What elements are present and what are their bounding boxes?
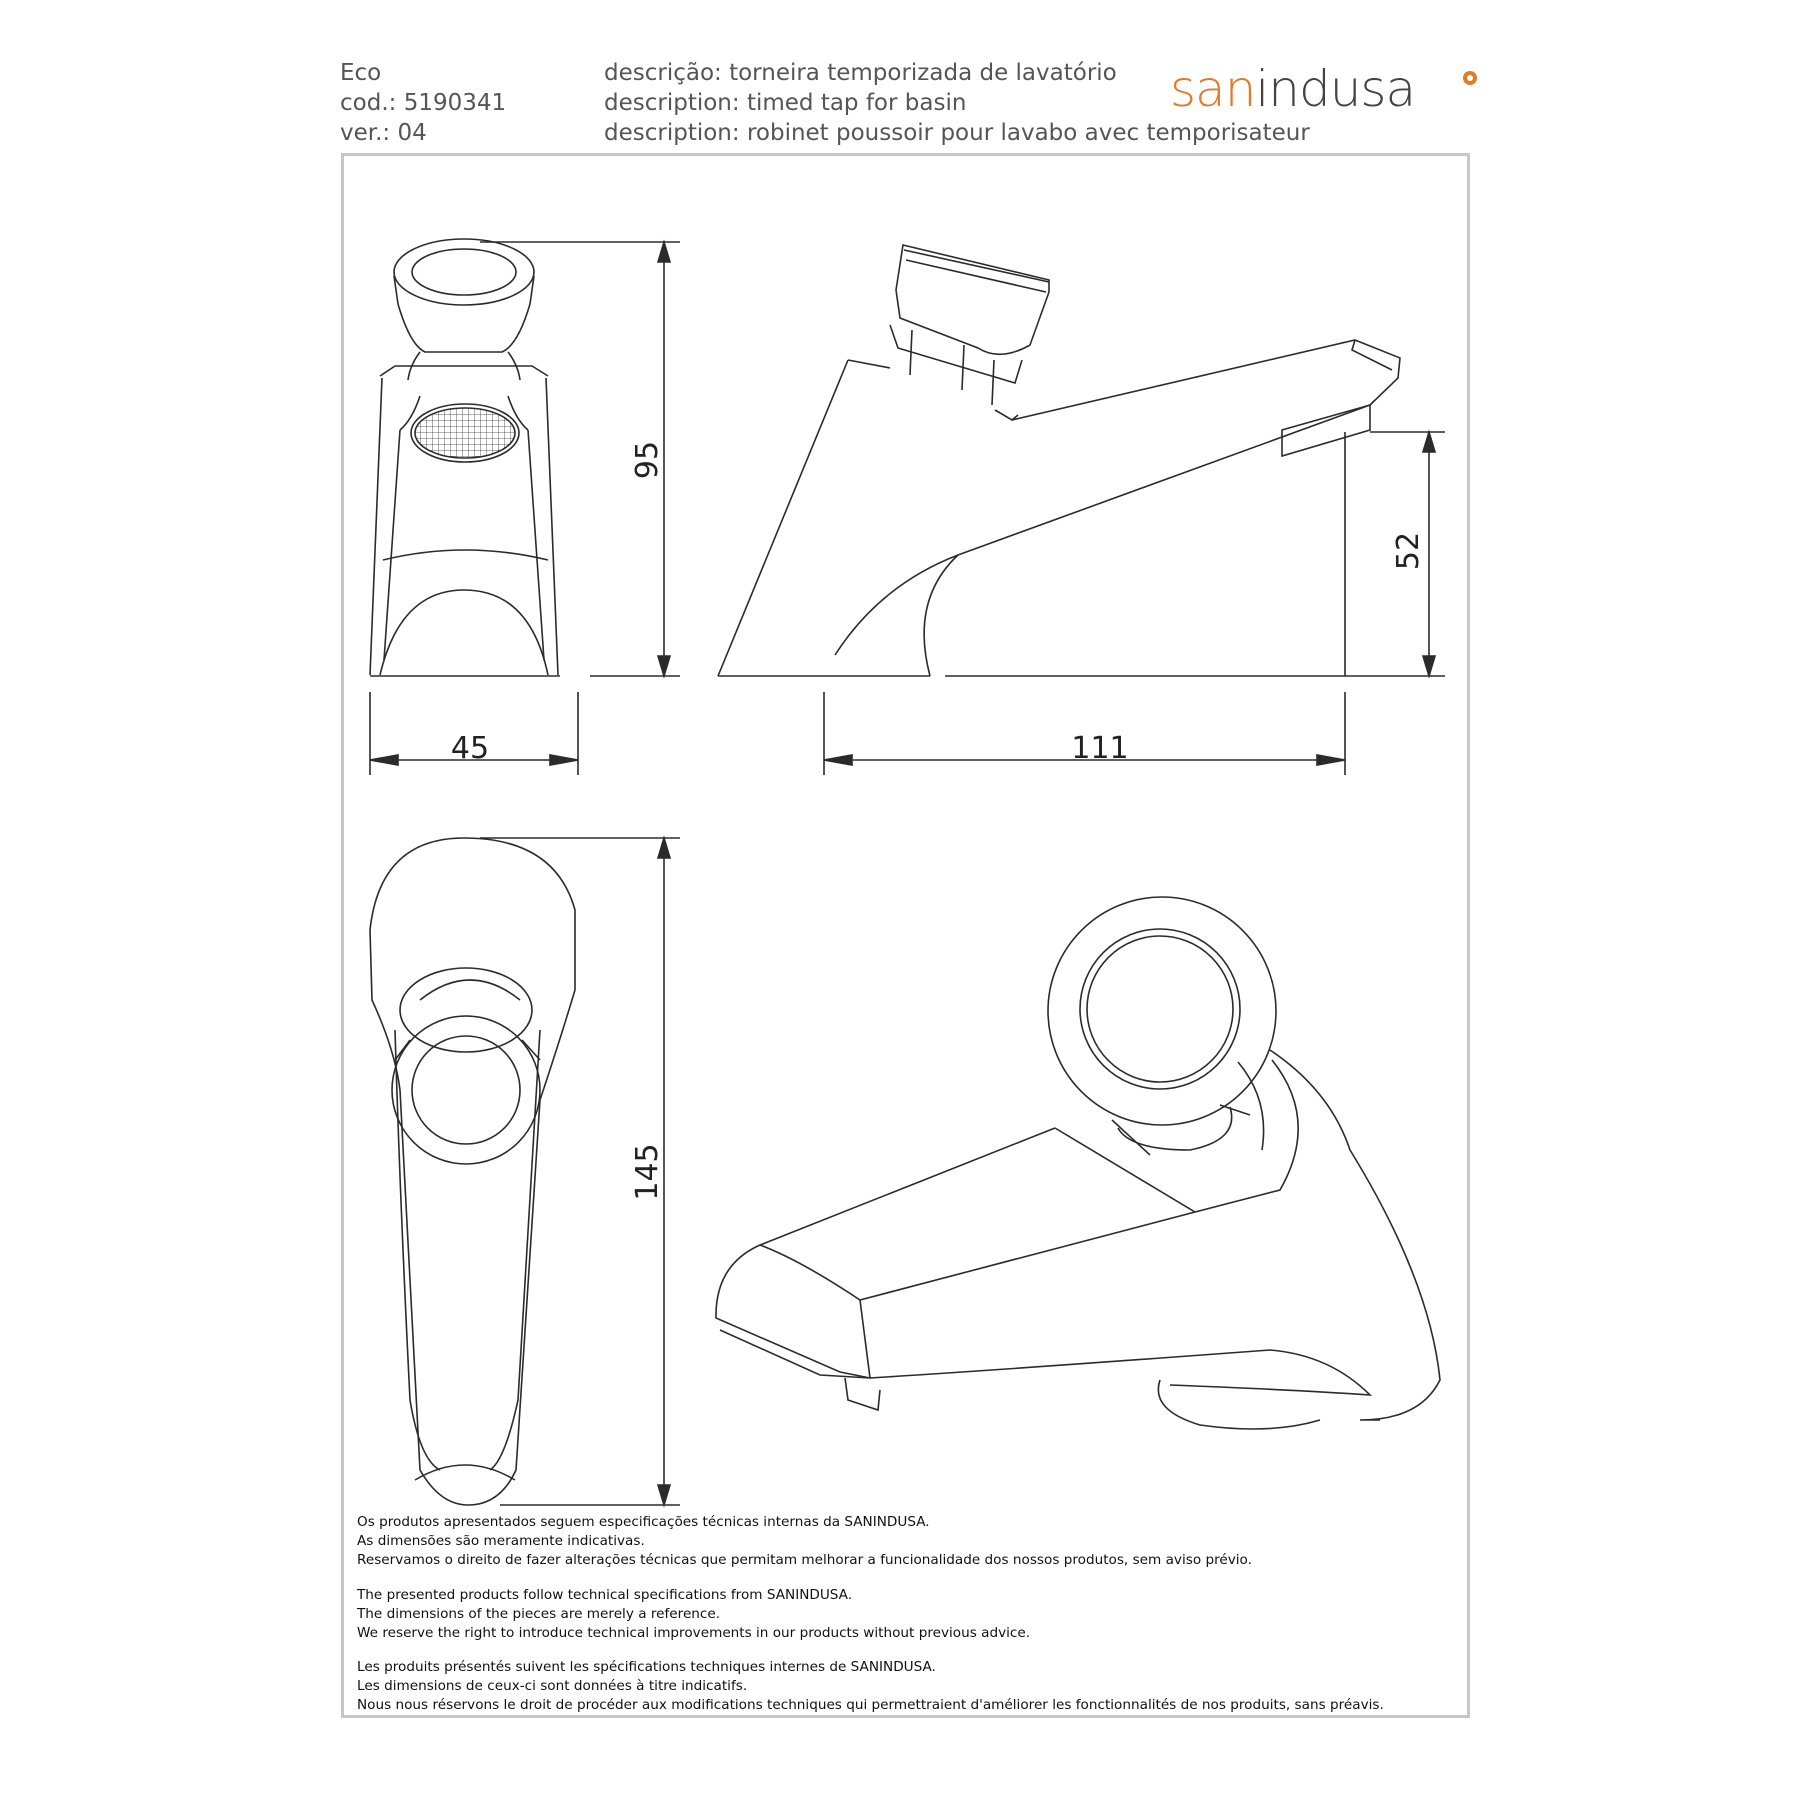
plan-view: [369, 837, 576, 1506]
logo-text-indusa: indusa: [1255, 60, 1416, 118]
dimension-length-145: [480, 835, 680, 1508]
isometric-view: [715, 896, 1441, 1430]
logo-text-san: san: [1170, 60, 1256, 118]
description-pt: descrição: torneira temporizada de lavat…: [604, 60, 1117, 86]
note-line: Reservamos o direito de fazer alterações…: [357, 1552, 1252, 1568]
note-line: We reserve the right to introduce techni…: [357, 1625, 1031, 1641]
header-descriptions: descrição: torneira temporizada de lavat…: [604, 58, 1310, 148]
notes-portuguese: Os produtos apresentados seguem especifi…: [357, 1513, 1252, 1570]
dimension-height-95: [480, 239, 680, 679]
note-line: The presented products follow technical …: [357, 1587, 853, 1603]
dimension-length-111: [823, 692, 1346, 775]
label-height-52: 52: [1391, 531, 1426, 571]
note-line: Les produits présentés suivent les spéci…: [357, 1659, 936, 1675]
label-width-45: 45: [450, 731, 490, 766]
drawing-frame: [341, 153, 1470, 1718]
dimension-height-52: [1344, 429, 1445, 679]
notes-french: Les produits présentés suivent les spéci…: [357, 1658, 1384, 1715]
notes-english: The presented products follow technical …: [357, 1586, 1030, 1643]
side-view: [717, 244, 1401, 677]
note-line: Os produtos apresentados seguem especifi…: [357, 1514, 930, 1530]
logo-mark-icon: [1463, 71, 1477, 85]
version: ver.: 04: [340, 120, 427, 146]
header-product-info: Eco cod.: 5190341 ver.: 04: [340, 58, 506, 148]
note-line: The dimensions of the pieces are merely …: [357, 1606, 721, 1622]
note-line: As dimensões são meramente indicativas.: [357, 1533, 645, 1549]
label-height-95: 95: [630, 440, 665, 480]
front-view: [369, 238, 560, 677]
sanindusa-logo: sanindusa: [1170, 60, 1416, 118]
label-length-111: 111: [1071, 731, 1129, 766]
label-length-145: 145: [630, 1143, 665, 1201]
product-code: cod.: 5190341: [340, 90, 507, 116]
note-line: Nous nous réservons le droit de procéder…: [357, 1697, 1384, 1713]
note-line: Les dimensions de ceux-ci sont données à…: [357, 1678, 748, 1694]
description-fr: description: robinet poussoir pour lavab…: [604, 120, 1310, 146]
description-en: description: timed tap for basin: [604, 90, 967, 116]
dimension-width-45: [369, 692, 579, 775]
model-name: Eco: [340, 60, 382, 86]
